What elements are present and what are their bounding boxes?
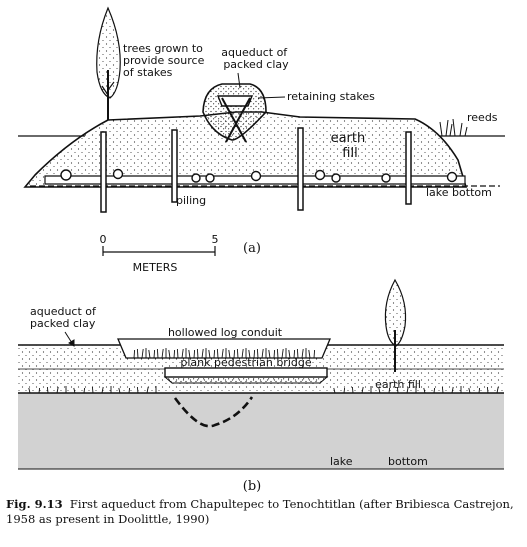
lake-bottom-label-a: lake bottom: [426, 186, 492, 199]
caption-text: First aqueduct from Chapultepec to Tenoc…: [6, 497, 514, 526]
reeds-icon: [439, 118, 468, 137]
aqueduct-leader: [237, 72, 241, 89]
caption-number: Fig. 9.13: [6, 497, 63, 511]
tree-a: [96, 6, 121, 120]
conduit-label: hollowed log conduit: [168, 326, 283, 339]
earth-fill-label-b: earth fill: [375, 378, 421, 391]
earth-fill-label-a: earth fill: [331, 131, 370, 161]
piling-label: piling: [176, 194, 206, 207]
scale-start-label: 0: [100, 233, 107, 246]
retaining-stakes-cross: [221, 97, 251, 143]
shore-grass: [28, 386, 499, 394]
figure-b: aqueduct of packed clay hollowed log con…: [18, 278, 504, 494]
tree-b: [384, 278, 407, 372]
scale-end-label: 5: [212, 233, 219, 246]
conduit-trench: [117, 338, 331, 359]
trench-grass: [133, 348, 316, 359]
submerged-log-curve: [173, 396, 254, 428]
bridge-label: plank pedestrian bridge: [180, 356, 311, 369]
aqueduct-arrow: [64, 331, 75, 347]
scale-bar: 0 5 METERS: [100, 233, 219, 274]
aqueduct-channel: [216, 95, 254, 107]
panel-label-a: (a): [243, 241, 261, 256]
piling-stakes: [100, 127, 412, 213]
trees-label: trees grown to provide source of stakes: [123, 42, 208, 79]
plank-bridge: [164, 367, 328, 378]
figure-a: trees grown to provide source of stakes …: [18, 6, 505, 274]
stakes-leader: [257, 96, 286, 99]
reeds-label: reeds: [467, 111, 498, 124]
aqueduct-label-a: aqueduct of packed clay: [221, 46, 290, 71]
aqueduct-label-b: aqueduct of packed clay: [30, 305, 99, 330]
retaining-stakes-label: retaining stakes: [287, 90, 375, 103]
lake-label: lake: [330, 455, 353, 468]
panel-label-b: (b): [243, 479, 261, 494]
bottom-label: bottom: [388, 455, 428, 468]
figure-caption: Fig. 9.13 First aqueduct from Chapultepe…: [6, 497, 522, 527]
log-ends: [60, 168, 458, 183]
scale-unit-label: METERS: [133, 261, 178, 274]
bridge-fill: [163, 376, 329, 384]
lake-water: [18, 393, 504, 469]
